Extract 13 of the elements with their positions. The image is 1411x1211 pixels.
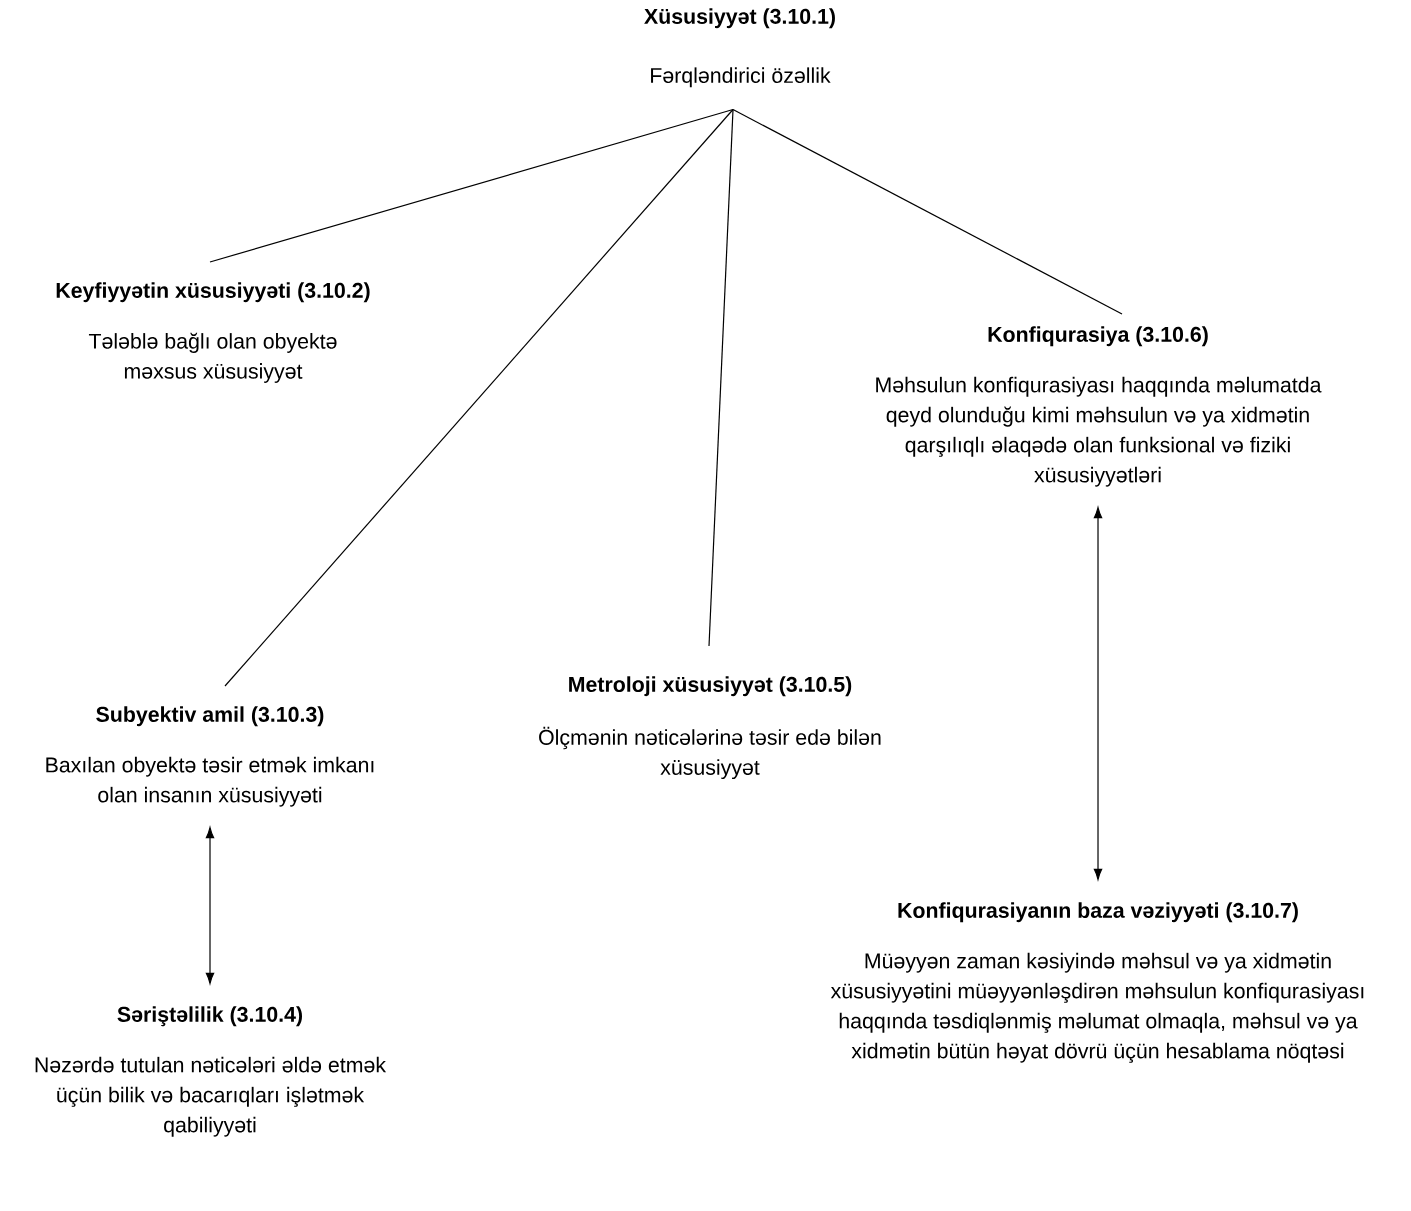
term-definition: Subyektiv amil (3.10.3) Baxılan obyektə təsir etmək imkanı olan insanın xüsusiyyəti <box>46 706 374 807</box>
term-definition: Xüsusiyyət (3.10.1) Fərqləndirici özəllik <box>644 8 835 88</box>
term-definition: Konfiqurasiya (3.10.6) Məhsulun konfiqurasiyası haqqında məlumatda qeyd olunduğu kimi məhsulun və ya xidmətin qarşılıqlı əlaqədə olan funksional və fiziki xüsusiyyətləri <box>876 326 1322 487</box>
term-definition: Konfiqurasiyanın baza vəziyyəti (3.10.7) Müəyyən zaman kəsiyində məhsul və ya xidmətin xüsusiyyətini müəyyənləşdirən məhsulun konfiqurasiyası haqqında təsdiqlənmiş məlumat olmaqla, məhsul və ya xidmətin bütün həyat dövrü üçün hesablama nöqtəsi <box>830 902 1364 1063</box>
connector <box>1093 507 1103 880</box>
term-definition: Metroloji xüsusiyyət (3.10.5) Ölçmənin nəticələrinə təsir edə bilən xüsusiyyət <box>539 676 881 780</box>
term-definition: Səriştəlilik (3.10.4) Nəzərdə tutulan nəticələri əldə etmək üçün bilik və bacarıqları işlətmək qabiliyyəti <box>35 1006 387 1137</box>
connector <box>205 827 215 984</box>
connector <box>708 108 734 647</box>
connector <box>732 108 1123 315</box>
connector <box>209 108 734 263</box>
term-definition: Keyfiyyətin xüsusiyyəti (3.10.2) Tələblə bağlı olan obyektə məxsus xüsusiyyət <box>56 282 370 383</box>
connector <box>224 108 734 687</box>
